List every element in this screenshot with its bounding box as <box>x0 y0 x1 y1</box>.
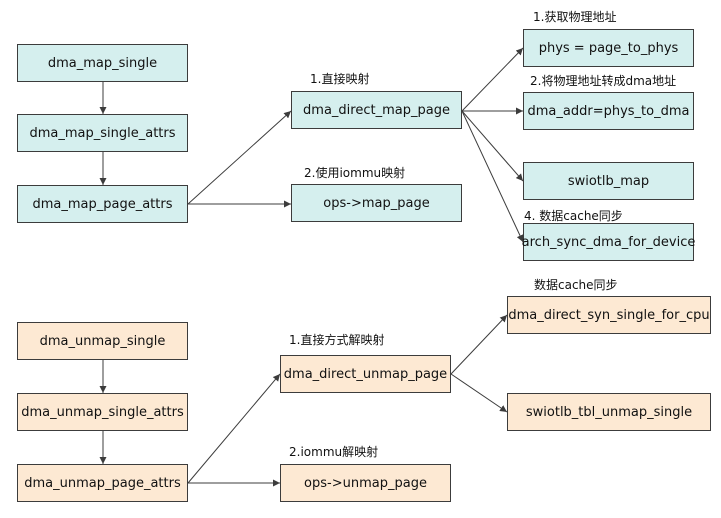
box-phys-to-dma: dma_addr=phys_to_dma <box>523 92 694 130</box>
box-dma-map-single: dma_map_single <box>17 44 188 82</box>
box-swiotlb-map: swiotlb_map <box>523 162 694 200</box>
arrow-map-to-direct <box>187 110 292 205</box>
box-dma-unmap-single-attrs: dma_unmap_single_attrs <box>17 393 188 431</box>
label-get-phys: 1.获取物理地址 <box>533 10 617 24</box>
box-swiotlb-tbl-unmap-single: swiotlb_tbl_unmap_single <box>507 393 711 431</box>
arrow-unmap-direct-to-swiotlb <box>450 373 508 413</box>
label-cache-sync-unmap: 数据cache同步 <box>534 278 618 292</box>
arrow-direct-to-sync <box>461 110 524 243</box>
box-dma-map-page-attrs: dma_map_page_attrs <box>17 185 188 223</box>
label-direct-map: 1.直接映射 <box>310 72 370 86</box>
box-dma-direct-unmap-page: dma_direct_unmap_page <box>280 355 451 393</box>
box-dma-map-single-attrs: dma_map_single_attrs <box>17 114 188 152</box>
label-phys-to-dma: 2.将物理地址转成dma地址 <box>530 74 677 88</box>
box-ops-map-page: ops->map_page <box>291 184 462 222</box>
label-cache-sync-map: 4. 数据cache同步 <box>524 209 623 223</box>
label-iommu-unmap: 2.iommu解映射 <box>289 445 379 459</box>
box-page-to-phys: phys = page_to_phys <box>523 29 694 67</box>
arrow-direct-to-swiotlb <box>461 110 524 182</box>
box-dma-direct-syn-single-for-cpu: dma_direct_syn_single_for_cpu <box>507 296 711 334</box>
box-dma-unmap-single: dma_unmap_single <box>17 322 188 360</box>
box-dma-unmap-page-attrs: dma_unmap_page_attrs <box>17 464 188 502</box>
arrow-unmap-direct-to-sync <box>450 314 508 375</box>
box-arch-sync-dma-for-device: arch_sync_dma_for_device <box>522 223 695 261</box>
label-direct-unmap: 1.直接方式解映射 <box>289 333 385 347</box>
box-ops-unmap-page: ops->unmap_page <box>280 464 451 502</box>
arrow-direct-to-phys <box>461 47 524 112</box>
label-iommu-map: 2.使用iommu映射 <box>304 166 406 180</box>
box-dma-direct-map-page: dma_direct_map_page <box>291 91 462 129</box>
arrow-unmap-to-direct <box>187 373 281 484</box>
